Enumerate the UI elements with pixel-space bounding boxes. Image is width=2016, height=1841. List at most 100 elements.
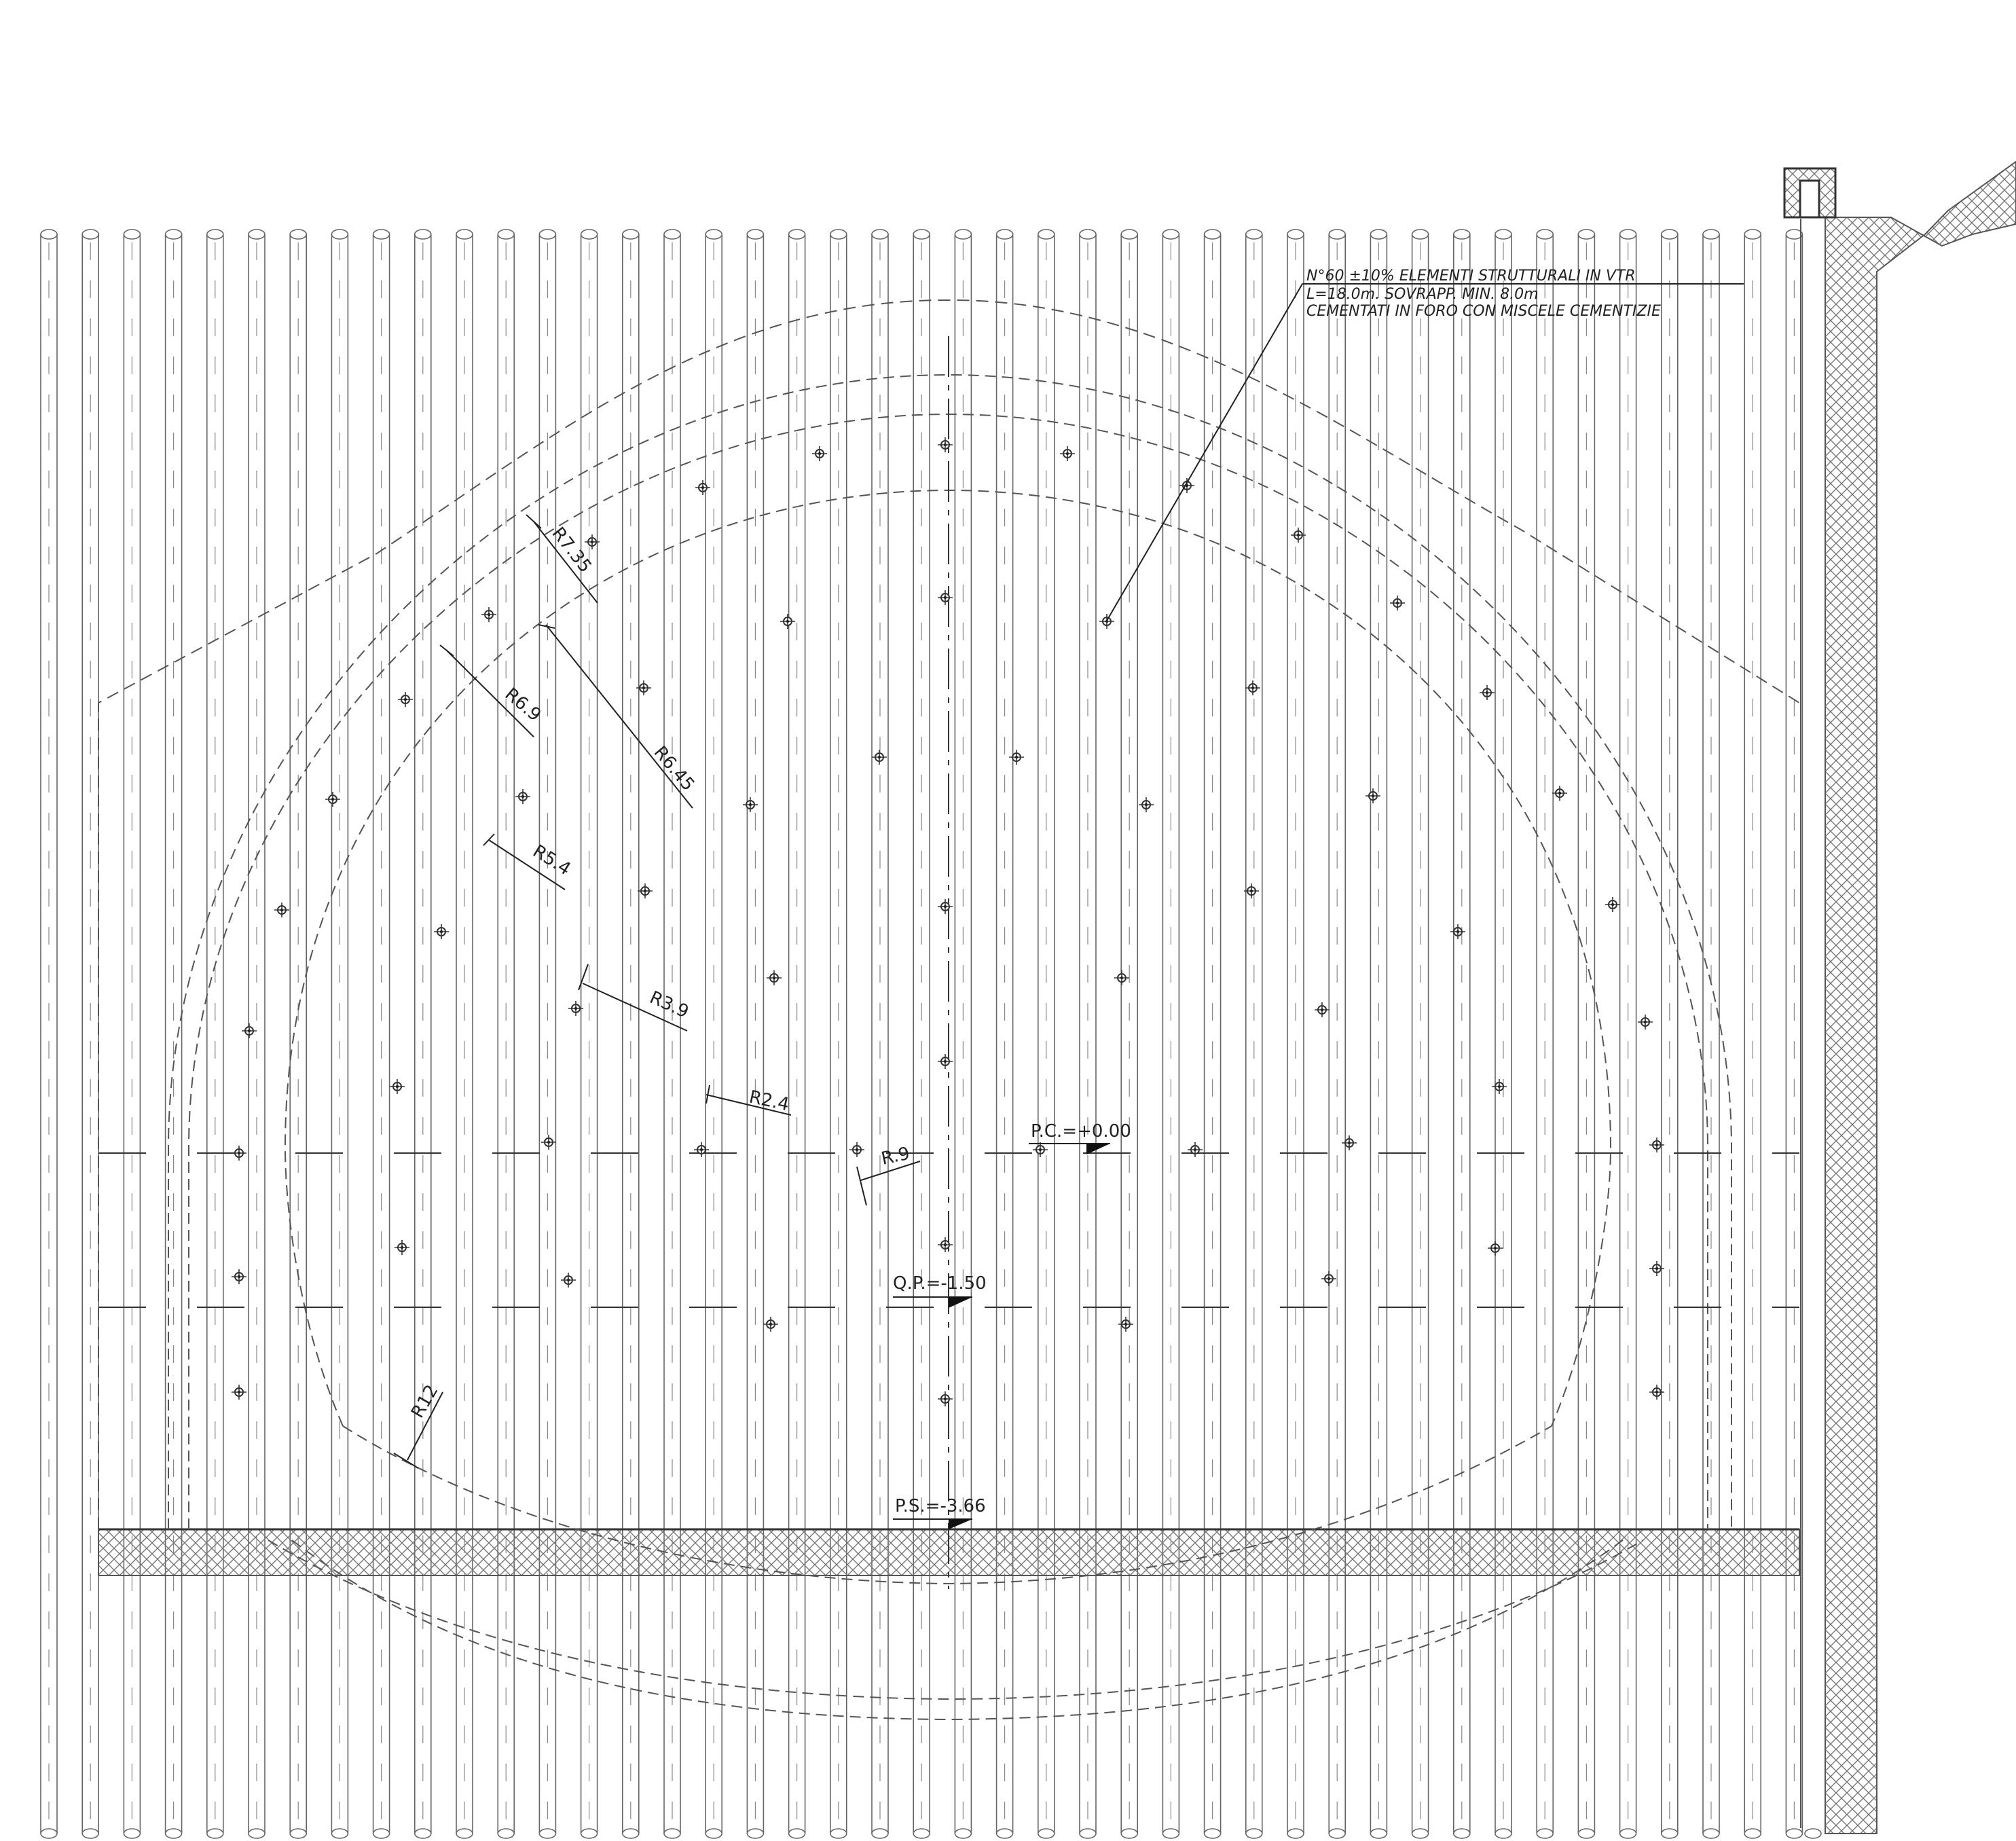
terrain-right [1800, 160, 2016, 1834]
pipe-column [1245, 229, 1263, 1839]
vtr-element-mark [561, 1273, 576, 1288]
pipe-column [1203, 229, 1222, 1839]
tunnel-arches [168, 373, 1732, 1721]
vtr-element-mark [938, 437, 953, 452]
pipe-column [1619, 229, 1637, 1839]
vtr-elements [232, 437, 1664, 1406]
vtr-element-mark [1291, 528, 1306, 543]
vtr-element-mark [1390, 596, 1405, 610]
note-line-3: CEMENTATI IN FORO CON MISCELE CEMENTIZIE [1306, 303, 1661, 320]
element-note: N°60 ±10% ELEMENTI STRUTTURALI IN VTR L=… [1106, 268, 1744, 621]
vtr-element-mark [872, 750, 887, 765]
vtr-element-mark [938, 899, 953, 914]
vtr-element-mark [780, 614, 795, 629]
vtr-element-mark [1649, 1137, 1664, 1152]
pipe-column [206, 229, 224, 1839]
pipe-column [1079, 229, 1097, 1839]
level-marker-pc: P.C.=+0.00 [1029, 1121, 1131, 1154]
vtr-element-mark [1244, 883, 1259, 898]
vtr-element-mark [232, 1385, 246, 1400]
pipe-column [414, 229, 432, 1839]
vtr-element-mark [763, 1317, 778, 1332]
vtr-element-mark [1492, 1079, 1507, 1094]
pipe-column [995, 229, 1014, 1839]
vtr-element-mark [1480, 685, 1495, 700]
vtr-element-mark [938, 1054, 953, 1069]
radius-label-r24: R2.4 [748, 1087, 791, 1116]
vtr-element-mark [1342, 1135, 1357, 1150]
pipe-columns [40, 229, 1822, 1839]
radius-dimensions [393, 514, 921, 1469]
pipe-column [746, 229, 765, 1839]
pipe-column [1785, 229, 1803, 1839]
vtr-element-mark [1114, 970, 1129, 985]
vtr-element-mark [1315, 1002, 1330, 1017]
vtr-element-mark [1552, 786, 1567, 801]
vtr-element-mark [585, 534, 600, 549]
vtr-element-mark [398, 692, 413, 707]
level-marker-ps: P.S.=-3.66 [893, 1496, 986, 1529]
pipe-column [621, 229, 640, 1839]
vtr-element-mark [232, 1269, 246, 1284]
vtr-element-mark [767, 970, 782, 985]
vtr-element-mark [1033, 1142, 1048, 1157]
radius-label-r69: R6.9 [501, 684, 545, 725]
vtr-element-mark [481, 607, 496, 622]
pipe-column [164, 229, 183, 1839]
pipe-column [788, 229, 806, 1839]
vtr-element-mark [938, 1391, 953, 1406]
pipe-column [1287, 229, 1304, 1839]
vtr-element-mark [515, 789, 530, 804]
vtr-element-mark [1605, 897, 1620, 912]
radius-label-r735: R7.35 [547, 524, 595, 577]
pipe-column [954, 229, 972, 1839]
pipe-column [705, 229, 722, 1839]
pipe-column [40, 229, 58, 1839]
level-label-qp: Q.P.=-1.50 [893, 1273, 987, 1294]
vtr-element-mark [636, 680, 651, 695]
vtr-element-mark [1118, 1317, 1133, 1332]
vtr-element-mark [434, 924, 449, 939]
pipe-end [1804, 1828, 1822, 1839]
pipe-column [1702, 229, 1720, 1839]
level-marker-qp: Q.P.=-1.50 [893, 1273, 987, 1308]
pipe-column [1577, 229, 1596, 1839]
pipe-column [1120, 229, 1138, 1839]
vtr-element-mark [1099, 614, 1114, 629]
vtr-element-mark [743, 797, 758, 812]
vtr-element-mark [1188, 1142, 1203, 1157]
vtr-element-mark [1009, 750, 1024, 765]
pipe-column [1328, 229, 1346, 1839]
vtr-element-mark [1638, 1015, 1653, 1029]
note-line-2: L=18.0m. SOVRAPP. MIN. 8.0m [1306, 286, 1539, 303]
pipe-column [289, 229, 308, 1839]
pipe-column [123, 229, 141, 1839]
pipe-column [1162, 229, 1180, 1839]
vtr-element-mark [568, 1001, 583, 1016]
reference-lines [98, 336, 1799, 1589]
pipe-column [1536, 229, 1554, 1839]
pipe-column [580, 229, 598, 1839]
vtr-element-mark [395, 1240, 409, 1255]
vtr-element-mark [1366, 788, 1380, 803]
vtr-element-mark [938, 590, 953, 605]
vtr-element-mark [849, 1142, 864, 1157]
pipe-column [1453, 229, 1471, 1839]
vtr-element-mark [390, 1079, 405, 1094]
level-label-pc: P.C.=+0.00 [1031, 1121, 1131, 1142]
survey-marker [1783, 167, 1837, 219]
vtr-element-mark [1060, 446, 1075, 461]
pipe-column [81, 229, 99, 1839]
radius-label-r54: R5.4 [529, 841, 574, 879]
vtr-element-mark [694, 1142, 709, 1157]
pipe-column [1370, 229, 1388, 1839]
note-line-1: N°60 ±10% ELEMENTI STRUTTURALI IN VTR [1306, 268, 1636, 285]
pipe-column [538, 229, 557, 1839]
pipe-column [830, 229, 847, 1839]
pipe-column [1495, 229, 1512, 1839]
pipe-column [1038, 229, 1055, 1839]
radius-label-r645: R6.45 [650, 742, 699, 795]
vtr-element-mark [325, 792, 340, 807]
vtr-element-mark [242, 1023, 257, 1038]
pipe-column [497, 229, 515, 1839]
